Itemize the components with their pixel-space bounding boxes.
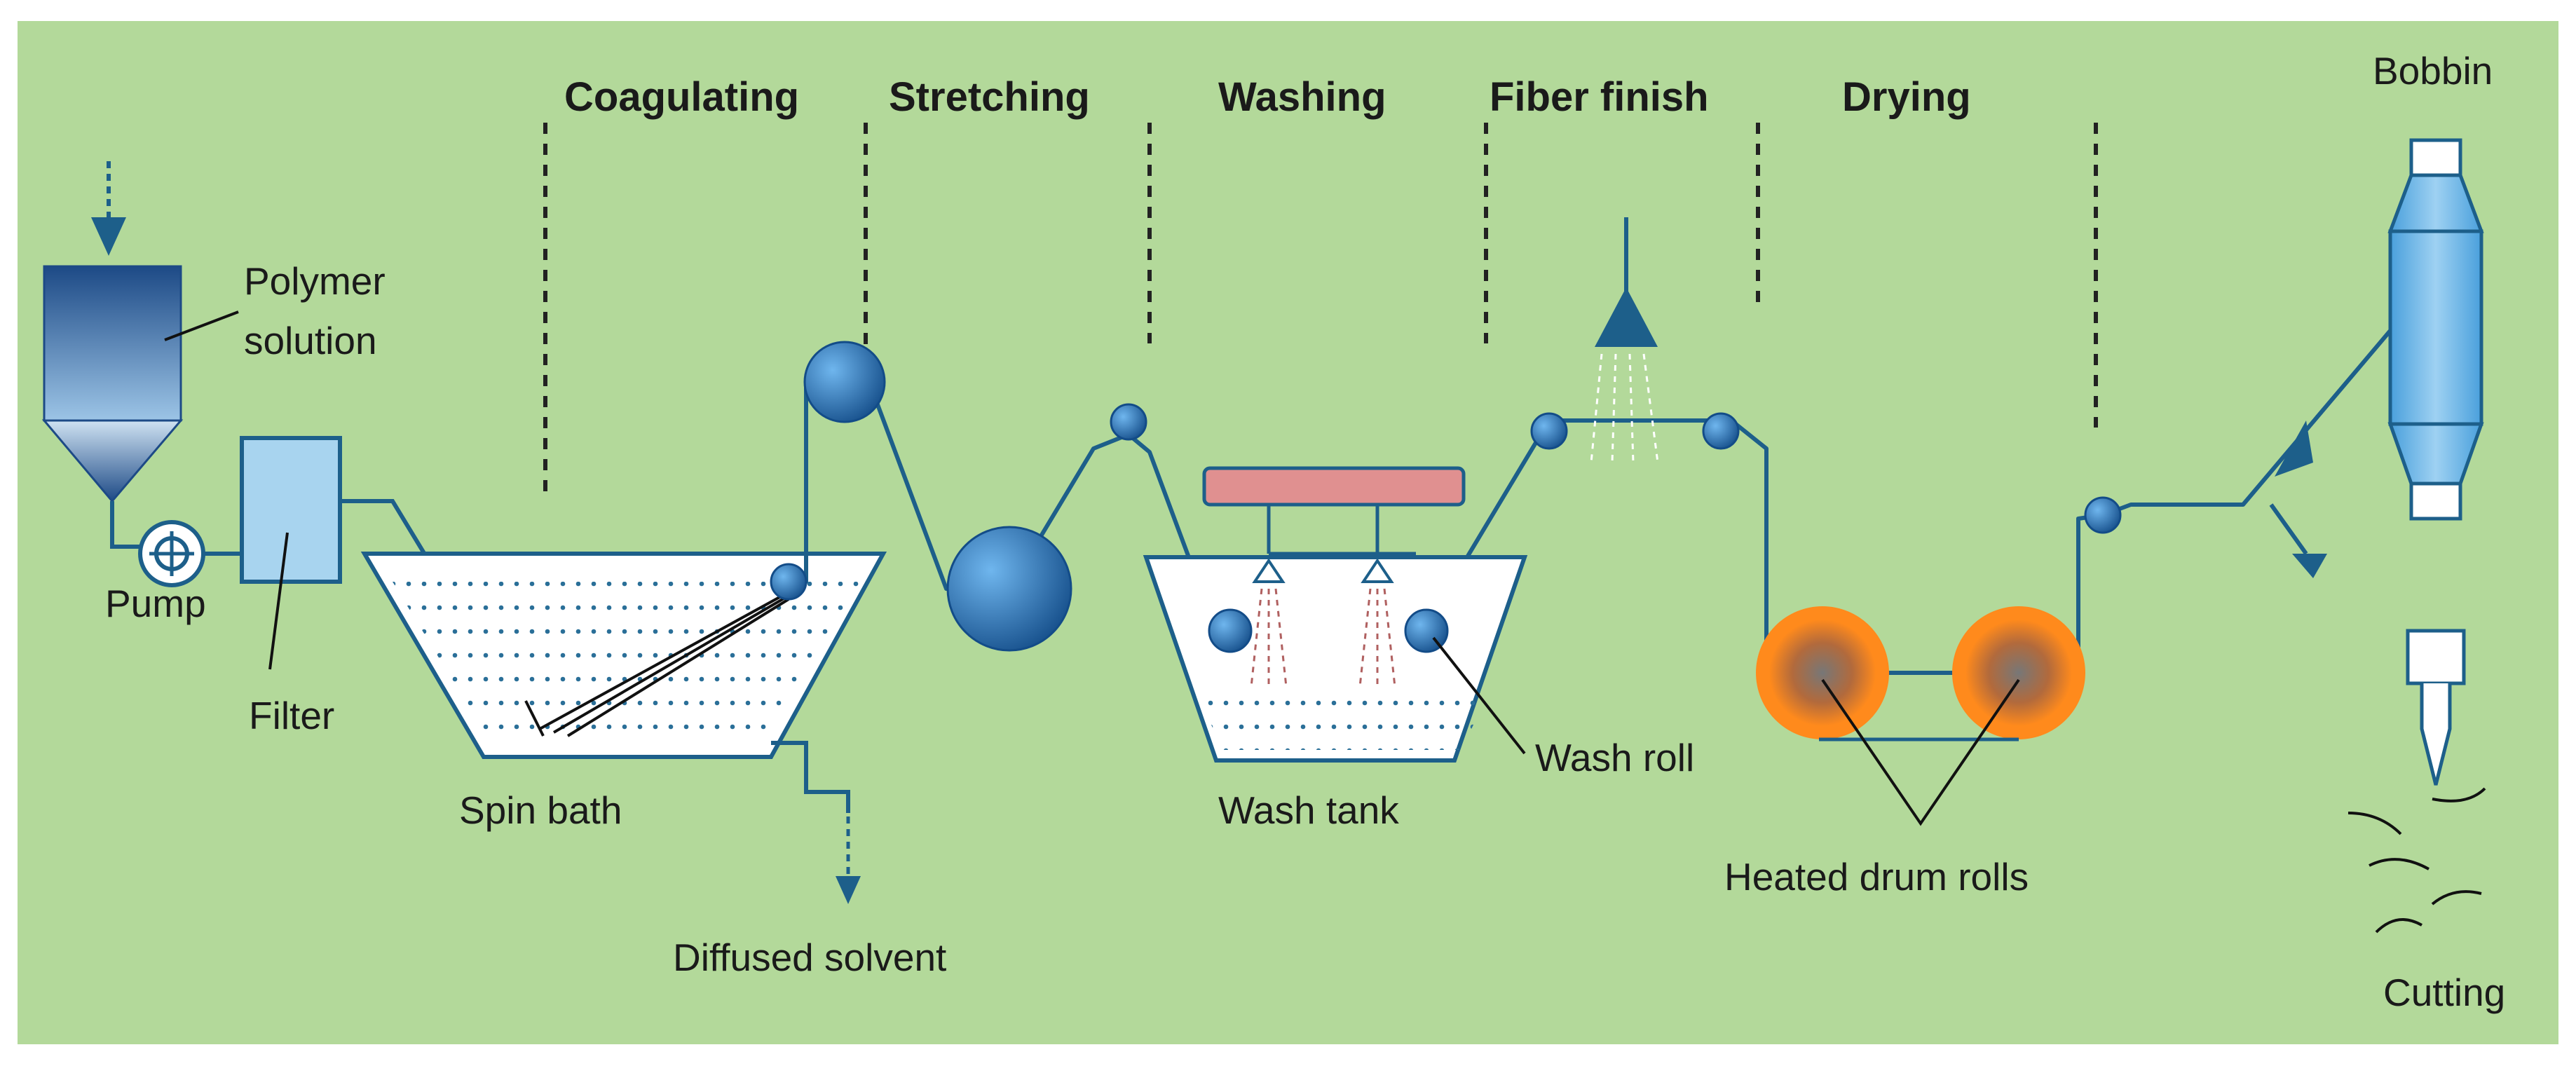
label-heated-drum-rolls: Heated drum rolls [1724, 855, 2029, 898]
cutter-icon [2406, 629, 2466, 786]
label-wash-tank: Wash tank [1218, 788, 1399, 832]
spray-nozzle-icon [1252, 558, 1286, 583]
label-pump: Pump [105, 582, 206, 625]
arrow-to-cutting-icon [2292, 554, 2327, 578]
wash-tank-icon [1143, 555, 1528, 763]
arrow-to-bobbin-icon [2275, 421, 2313, 477]
wash-roll-leader-line [1432, 636, 1526, 755]
pump-icon [138, 520, 205, 587]
spray-nozzle-icon [1595, 287, 1658, 347]
bobbin-icon [2387, 138, 2484, 521]
hopper-icon [41, 265, 184, 503]
filter-leader-line [268, 532, 289, 670]
godet-roll-icon [803, 341, 886, 423]
finish-roll-icon [1702, 412, 1740, 450]
label-spin-bath: Spin bath [459, 788, 622, 832]
wash-roll-icon [1208, 608, 1253, 653]
drum-leader-lines [1821, 678, 2020, 826]
label-polymer-solution-line1: Polymer [244, 259, 386, 303]
stage-title-coagulating: Coagulating [564, 74, 799, 120]
label-diffused-solvent: Diffused solvent [673, 936, 946, 979]
exit-roll-icon [2084, 496, 2122, 534]
line-to-cutting [2269, 503, 2308, 555]
godet-roll-icon [770, 563, 807, 601]
label-wash-roll: Wash roll [1535, 736, 1694, 779]
spinneret-filaments [524, 591, 790, 737]
filter-icon [240, 436, 342, 584]
solvent-outlet-pipe [771, 741, 850, 813]
finish-roll-icon [1530, 412, 1568, 450]
stage-dividers [543, 123, 2098, 501]
wash-spray [1250, 588, 1396, 688]
solvent-arrow-head-icon [836, 876, 861, 904]
finish-spray [1590, 353, 1659, 463]
spray-nozzle-icon [1361, 558, 1394, 583]
heated-drum-icon [1756, 606, 1889, 739]
pipe-hopper-pump [110, 501, 144, 549]
polymer-leader-line [164, 310, 239, 341]
stage-title-drying: Drying [1842, 74, 1971, 120]
stage-title-fiber-finish: Fiber finish [1490, 74, 1709, 120]
wash-spray-bar [1202, 466, 1466, 507]
heated-drum-icon [1952, 606, 2085, 739]
label-filter: Filter [249, 694, 334, 737]
stage-title-washing: Washing [1218, 74, 1386, 120]
stretch-roll-icon [946, 526, 1072, 652]
feed-arrow-icon [91, 161, 126, 256]
label-bobbin: Bobbin [2373, 49, 2493, 93]
label-cutting: Cutting [2383, 971, 2505, 1014]
stage-title-stretching: Stretching [889, 74, 1090, 120]
godet-roll-icon [1110, 403, 1147, 441]
diagram-panel [18, 21, 2558, 1044]
label-polymer-solution-line2: solution [244, 319, 377, 362]
cut-fibers-icon [2347, 787, 2486, 934]
